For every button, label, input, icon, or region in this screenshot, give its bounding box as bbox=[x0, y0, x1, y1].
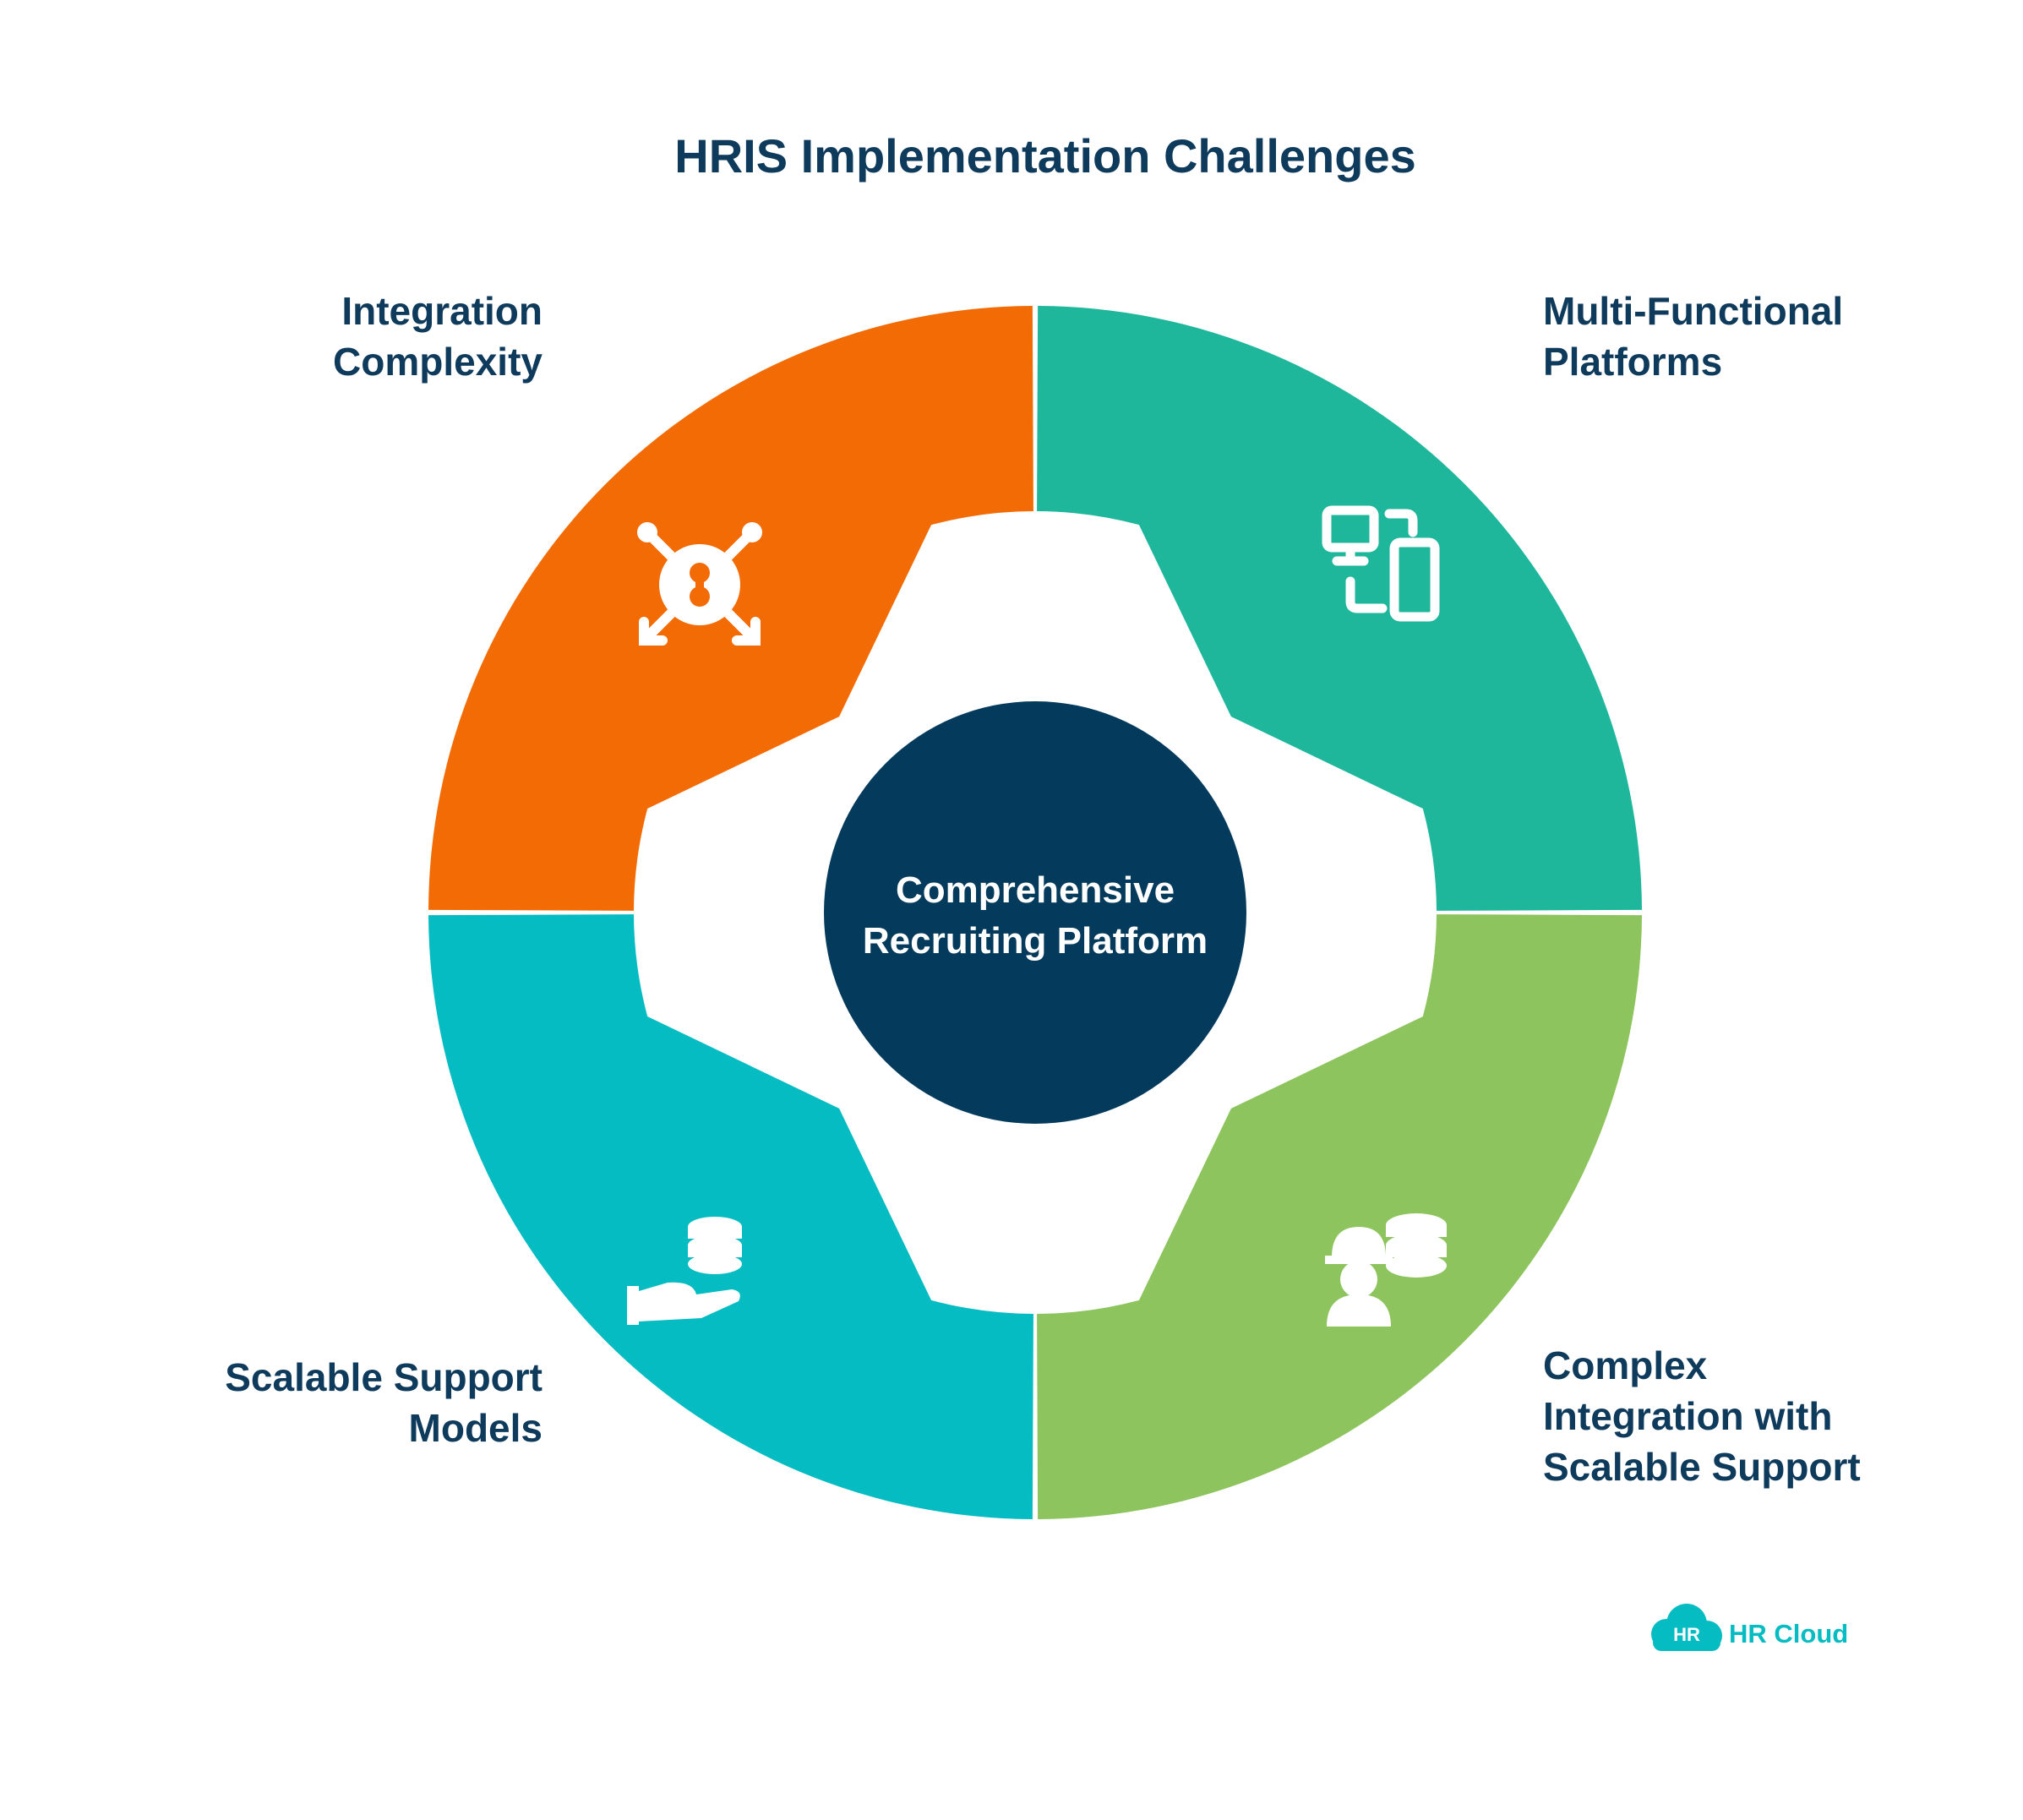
ring bbox=[428, 306, 1642, 1519]
label-line: Integration with bbox=[1543, 1394, 1832, 1438]
segment-br bbox=[1037, 914, 1642, 1519]
label-line: Scalable Support bbox=[1543, 1445, 1861, 1489]
diagram-title: HRIS Implementation Challenges bbox=[674, 129, 1416, 183]
segment-bl bbox=[428, 914, 1033, 1519]
label-line: Multi-Functional bbox=[1543, 289, 1843, 333]
label-scalable-support-models: Scalable Support Models bbox=[225, 1355, 543, 1450]
engineer-database-icon bbox=[1325, 1213, 1447, 1327]
devices-sync-icon bbox=[1322, 505, 1440, 622]
label-line: Integration bbox=[341, 289, 543, 333]
network-hub-icon bbox=[637, 522, 762, 646]
label-line: Platforms bbox=[1543, 340, 1722, 384]
segment-tr bbox=[1037, 306, 1642, 911]
label-integration-complexity: Integration Complexity bbox=[333, 289, 543, 384]
logo-badge: HR bbox=[1673, 1624, 1700, 1645]
logo-text: HR Cloud bbox=[1729, 1619, 1848, 1648]
label-line: Complex bbox=[1543, 1343, 1708, 1387]
cloud-icon bbox=[1651, 1604, 1722, 1651]
center-circle bbox=[824, 701, 1246, 1124]
label-multi-functional-platforms: Multi-Functional Platforms bbox=[1543, 289, 1843, 384]
center-label-line-2: Recruiting Platform bbox=[863, 920, 1208, 962]
label-line: Complexity bbox=[333, 340, 543, 384]
label-complex-integration: Complex Integration with Scalable Suppor… bbox=[1543, 1343, 1861, 1489]
hand-database-icon bbox=[627, 1217, 742, 1325]
label-line: Scalable Support bbox=[225, 1355, 543, 1399]
center-label-line-1: Comprehensive bbox=[896, 869, 1175, 911]
hr-cloud-logo: HR HR Cloud bbox=[1651, 1604, 1848, 1651]
label-line: Models bbox=[409, 1406, 543, 1450]
